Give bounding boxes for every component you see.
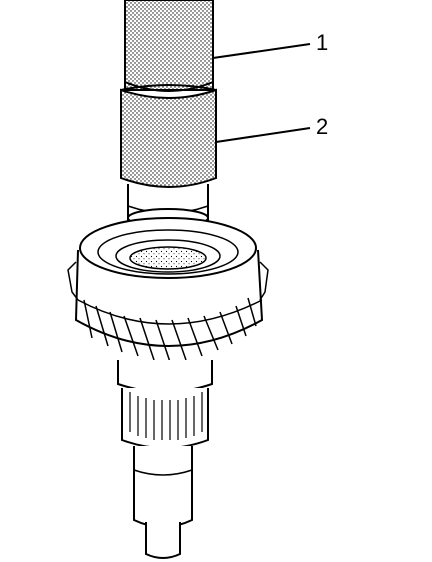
helical-gear <box>67 217 269 363</box>
tool-handle <box>124 0 214 92</box>
callout-1-leader <box>212 43 311 59</box>
lower-shaft <box>117 360 213 559</box>
callout-2-leader <box>215 127 311 143</box>
callout-label-2: 2 <box>316 114 329 139</box>
callout-label-1: 1 <box>316 30 329 55</box>
installer-sleeve <box>120 84 217 188</box>
